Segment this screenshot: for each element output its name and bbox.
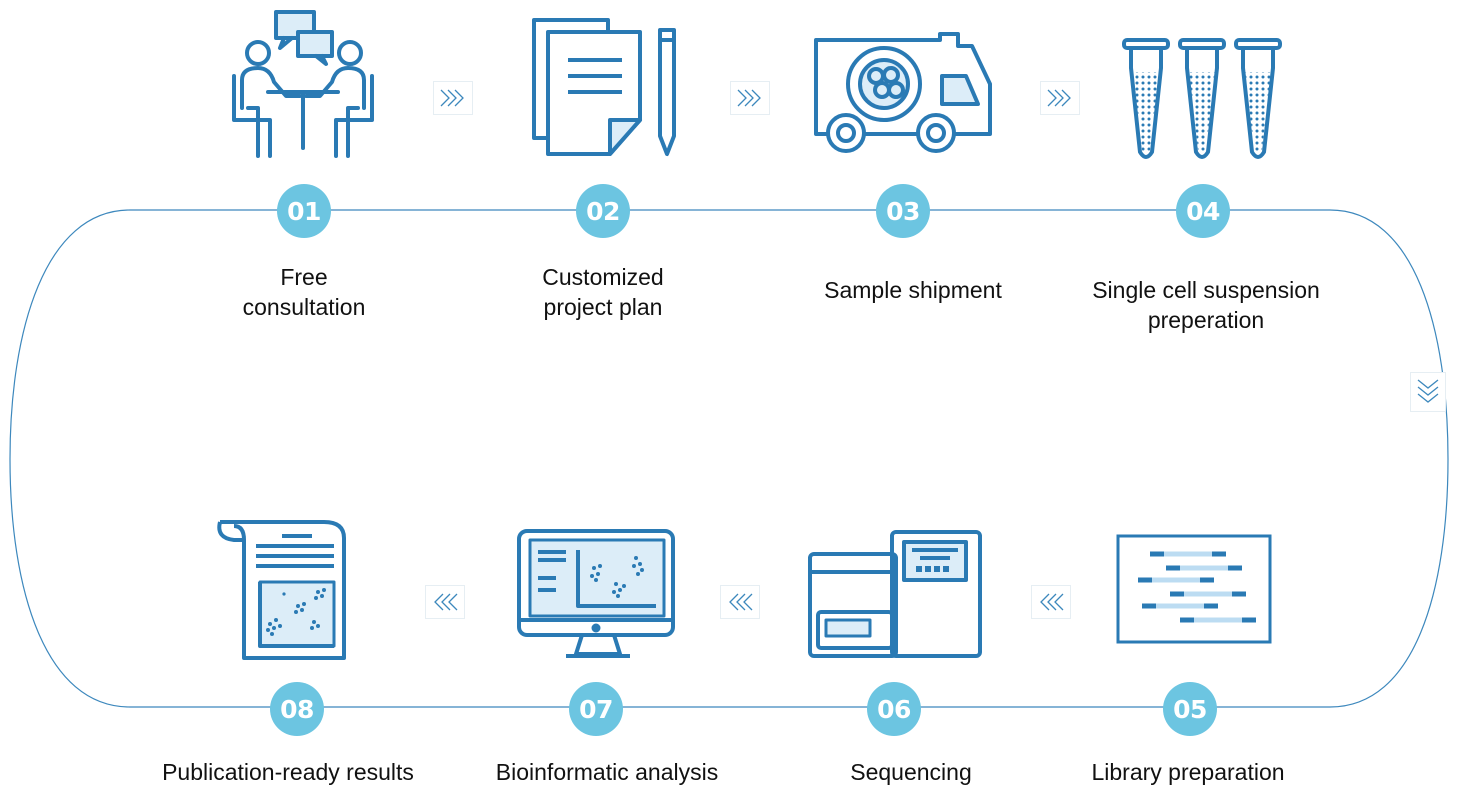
step-badge-05: 05 [1163,682,1217,736]
step-badge-08: 08 [270,682,324,736]
step-label-01: Free consultation [242,264,366,320]
analysis-monitor-icon [517,529,675,658]
document-pencil-icon [532,18,676,156]
step-label-03: Sample shipment [824,277,1002,303]
step-label-08: Publication-ready results [162,759,414,785]
step-badge-07: 07 [569,682,623,736]
sequencer-machine-icon [808,530,982,658]
library-fragments-icon [1116,534,1272,644]
step-badge-06: 06 [867,682,921,736]
arrow-left-icon [1031,585,1071,619]
step-badge-01: 01 [277,184,331,238]
test-tubes-icon [1122,38,1282,159]
arrow-down-icon [1410,372,1446,412]
delivery-truck-icon [814,32,992,153]
arrow-right-icon [730,81,770,115]
step-label-02: Customized project plan [542,264,664,320]
consultation-meeting-icon [232,10,374,158]
arrow-right-icon [433,81,473,115]
step-label-07: Bioinformatic analysis [495,759,719,785]
arrow-right-icon [1040,81,1080,115]
step-badge-04: 04 [1176,184,1230,238]
step-badge-03: 03 [876,184,930,238]
step-label-04: Single cell suspension preperation [1092,277,1320,333]
publication-scroll-icon [217,520,346,660]
step-label-06: Sequencing [850,759,972,785]
arrow-left-icon [720,585,760,619]
arrow-left-icon [425,585,465,619]
step-label-05: Library preparation [1091,759,1285,785]
step-badge-02: 02 [576,184,630,238]
